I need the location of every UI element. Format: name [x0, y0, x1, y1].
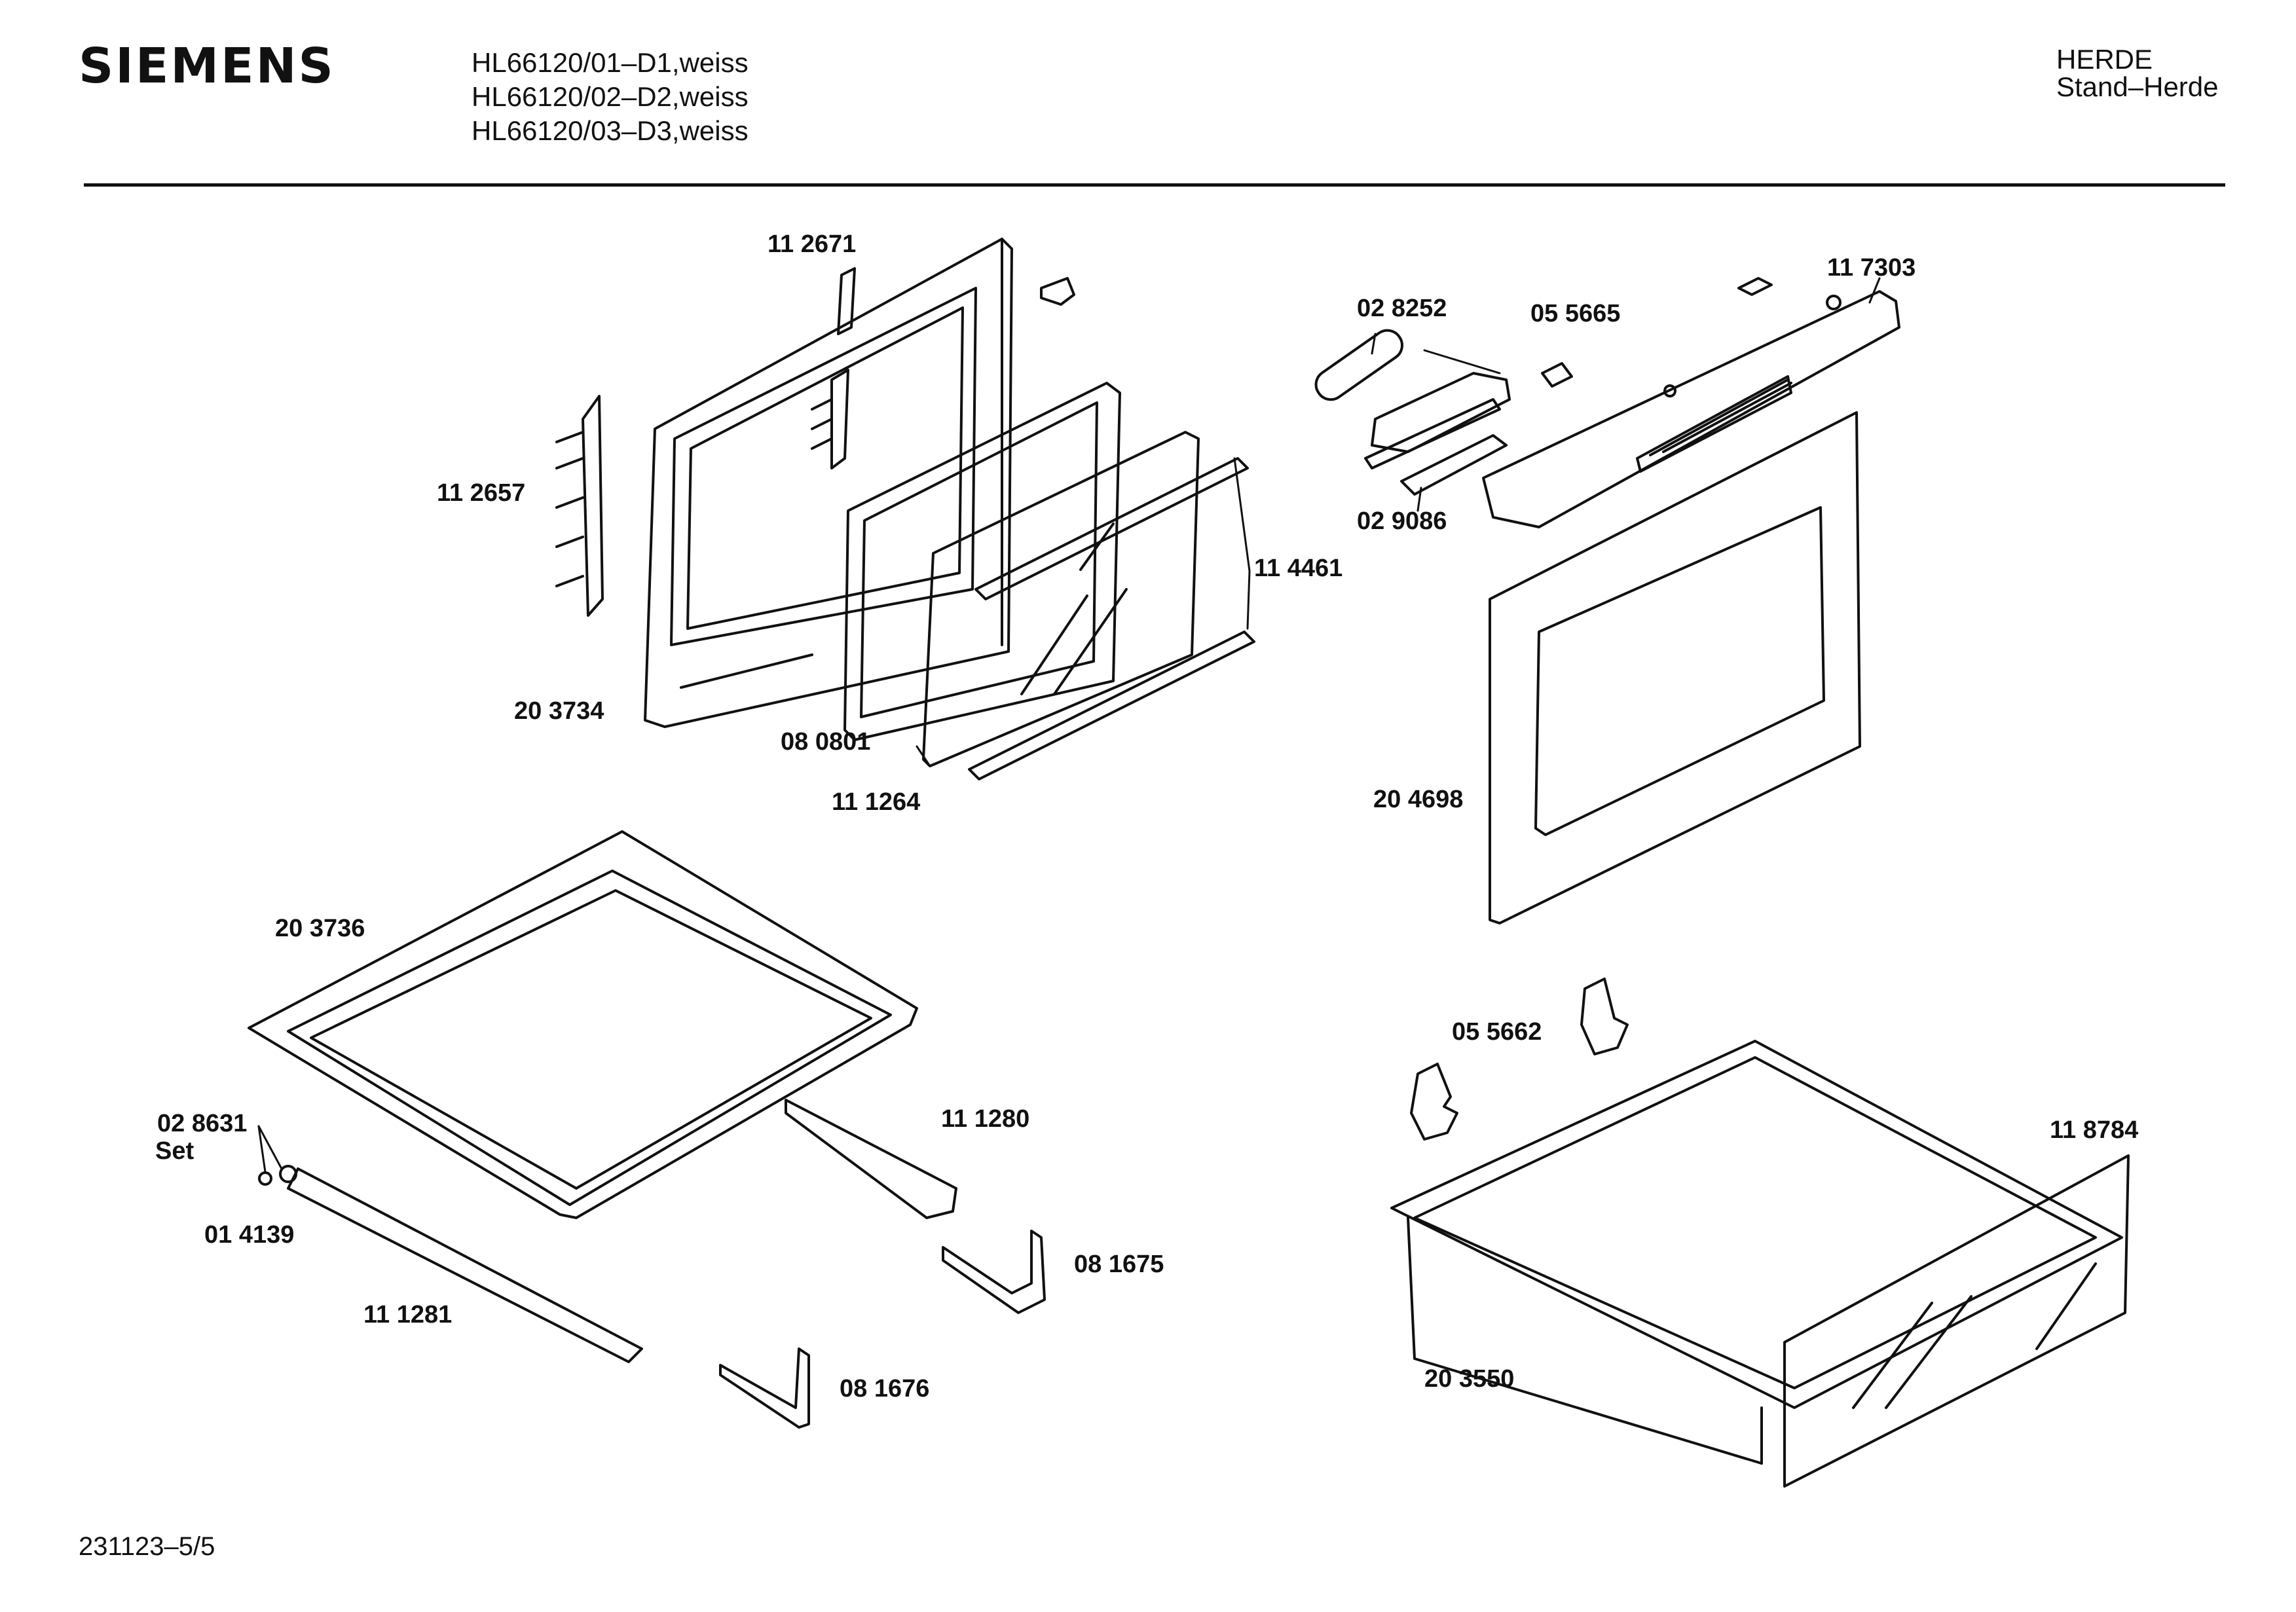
model-2: HL66120/02–D2,weiss [472, 81, 749, 112]
drawer-clip-1 [1410, 1063, 1458, 1141]
label-111264: 11 1264 [832, 788, 921, 816]
label-114461: 11 4461 [1254, 555, 1343, 582]
bracket-08-1675 [942, 1230, 1046, 1314]
small-clip-switch [1541, 362, 1573, 388]
hinge-bracket-top [811, 267, 856, 469]
glass-rails [968, 457, 1255, 780]
door-glass-pane [922, 431, 1200, 767]
label-203736: 20 3736 [275, 915, 365, 942]
label-055665: 05 5665 [1530, 300, 1621, 327]
switch-strip [1400, 434, 1508, 496]
switch-housing [1364, 372, 1511, 469]
model-list: HL66120/01–D1,weiss HL66120/02–D2,weiss … [472, 46, 749, 148]
label-203734: 20 3734 [514, 697, 604, 725]
brand-logo: SIEMENS [79, 38, 335, 94]
oven-floor-tray [248, 830, 918, 1219]
small-clip-handle [1737, 277, 1773, 296]
switch-link [1314, 329, 1403, 401]
door-seal [843, 382, 1121, 741]
label-112671: 11 2671 [768, 230, 857, 258]
label-203550: 20 3550 [1424, 1365, 1515, 1393]
label-080801: 08 0801 [781, 728, 871, 756]
bracket-08-1676 [719, 1347, 810, 1429]
document-number: 231123–5/5 [79, 1532, 215, 1561]
inner-door-frame [644, 238, 1013, 728]
label-014139: 01 4139 [204, 1221, 295, 1249]
hinge-bracket-left [555, 395, 604, 617]
label-111280: 11 1280 [941, 1105, 1030, 1133]
label-028252: 02 8252 [1357, 295, 1447, 322]
label-081675: 08 1675 [1074, 1251, 1164, 1278]
label-111281: 11 1281 [363, 1301, 453, 1328]
outer-door-panel [1489, 411, 1861, 925]
drawer-clip-2 [1580, 978, 1629, 1055]
leader-lines [916, 277, 1881, 767]
label-118784: 11 8784 [2050, 1116, 2139, 1144]
category-block: HERDE Stand–Herde [2056, 46, 2219, 101]
leader-set [257, 1125, 283, 1173]
screw-knob [279, 1165, 297, 1183]
side-rail-left [287, 1167, 643, 1363]
label-112657: 11 2657 [437, 479, 526, 507]
door-handle [1482, 290, 1900, 528]
label-204698: 20 4698 [1373, 786, 1464, 813]
model-3: HL66120/03–D3,weiss [472, 115, 749, 146]
subcategory: Stand–Herde [2056, 71, 2219, 102]
label-055662: 05 5662 [1452, 1018, 1542, 1046]
category: HERDE [2056, 44, 2153, 75]
small-clip-top [1040, 277, 1075, 306]
label-028631: 02 8631 [157, 1110, 248, 1137]
screw-washer [258, 1171, 272, 1186]
label-117303: 11 7303 [1827, 254, 1916, 282]
label-029086: 02 9086 [1357, 507, 1447, 535]
header-rule [84, 183, 2225, 187]
side-rail-right [785, 1099, 957, 1219]
storage-drawer [1390, 1040, 2130, 1488]
label-028631-set: Set [155, 1137, 194, 1165]
model-1: HL66120/01–D1,weiss [472, 47, 749, 78]
label-081676: 08 1676 [840, 1375, 930, 1402]
